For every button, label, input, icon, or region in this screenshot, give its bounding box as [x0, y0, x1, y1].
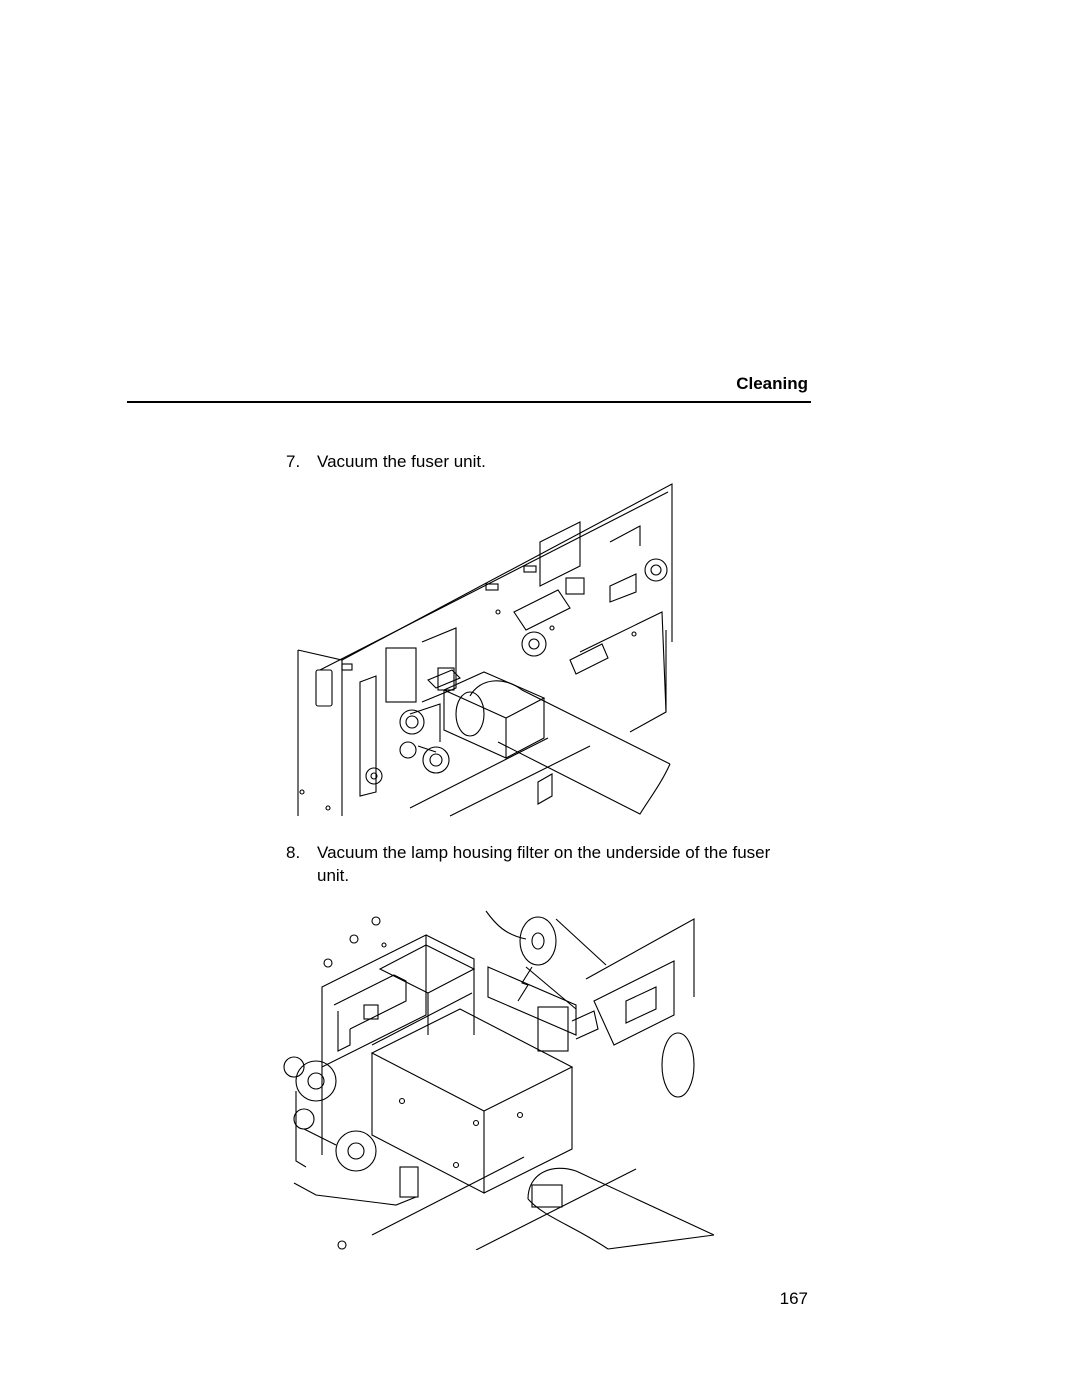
step-text: Vacuum the fuser unit. — [317, 452, 486, 471]
section-title: Cleaning — [736, 374, 808, 393]
step-text: Vacuum the lamp housing filter on the un… — [317, 843, 771, 885]
header-rule — [127, 401, 811, 403]
fuser-unit-vacuum-illustration — [290, 482, 690, 822]
step-number: 7. — [286, 452, 301, 471]
lamp-housing-filter-vacuum-illustration — [276, 905, 716, 1250]
page-number: 167 — [779, 1289, 808, 1308]
step-number: 8. — [286, 843, 301, 862]
